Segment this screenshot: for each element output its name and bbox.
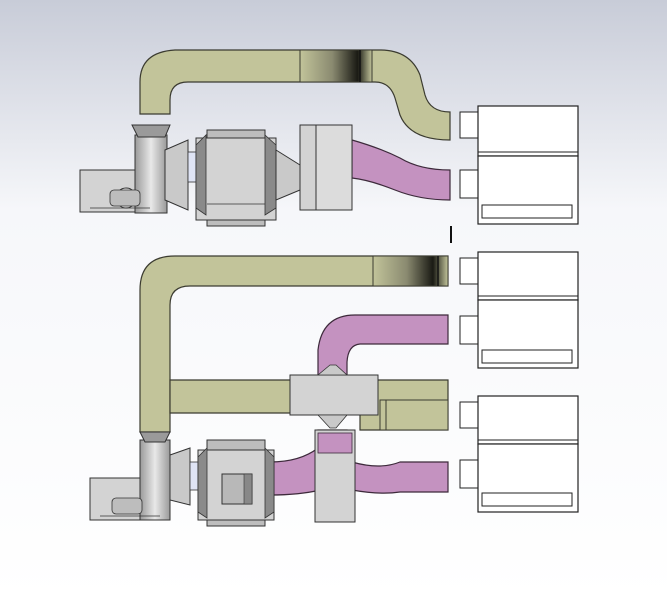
lower-exhaust-duct-right[interactable]: [351, 461, 449, 494]
lower-cabinet-2[interactable]: [459, 299, 579, 369]
upper-exhaust-duct[interactable]: [351, 139, 451, 201]
upper-motor-window: [187, 151, 197, 183]
lower-motor-window: [189, 461, 199, 491]
lower-cabinet-1[interactable]: [459, 251, 579, 301]
upper-cabinet-2[interactable]: [459, 155, 579, 225]
upper-cabinet-1[interactable]: [459, 105, 579, 157]
lower-air-handler[interactable]: [197, 439, 275, 527]
lower-cabinet-3[interactable]: [459, 395, 579, 445]
lower-supply-damper[interactable]: [372, 255, 449, 287]
lower-exhaust-duct-upper[interactable]: [317, 314, 449, 376]
upper-air-handler[interactable]: [195, 129, 277, 227]
upper-filter-box[interactable]: [299, 124, 353, 211]
lower-blower[interactable]: [89, 431, 171, 521]
lower-cabinet-4[interactable]: [459, 443, 579, 513]
lower-plenum-box[interactable]: [289, 364, 379, 429]
upper-assembly: [79, 49, 579, 243]
upper-supply-damper[interactable]: [299, 49, 373, 83]
lower-filter-box[interactable]: [314, 429, 356, 523]
upper-blower[interactable]: [79, 124, 171, 214]
lower-assembly: [89, 251, 579, 527]
